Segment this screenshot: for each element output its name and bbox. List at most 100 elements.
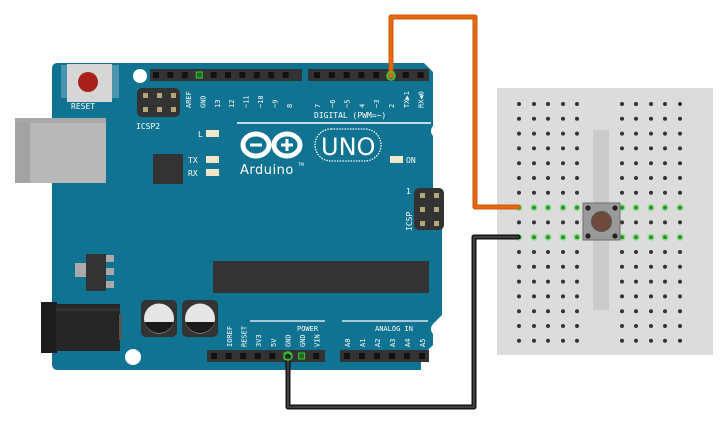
breadboard-hole[interactable] <box>561 324 565 328</box>
breadboard-hole[interactable] <box>649 102 653 106</box>
breadboard-hole[interactable] <box>634 279 638 284</box>
breadboard-hole[interactable] <box>532 190 536 195</box>
breadboard-hole[interactable] <box>546 338 550 343</box>
breadboard-hole[interactable] <box>678 220 682 225</box>
breadboard-hole[interactable] <box>634 146 638 151</box>
reset-button[interactable] <box>61 64 119 102</box>
breadboard-hole[interactable] <box>517 131 521 136</box>
breadboard-hole[interactable] <box>678 116 682 121</box>
breadboard-hole[interactable] <box>663 146 667 151</box>
breadboard-hole[interactable] <box>561 102 565 106</box>
breadboard-hole[interactable] <box>620 102 624 106</box>
header-pin[interactable] <box>210 72 217 78</box>
breadboard-hole[interactable] <box>634 294 638 299</box>
breadboard-hole[interactable] <box>575 309 579 314</box>
header-pin[interactable] <box>359 353 365 359</box>
breadboard-hole[interactable] <box>575 279 579 284</box>
breadboard-hole[interactable] <box>575 161 579 166</box>
breadboard-hole[interactable] <box>546 116 550 121</box>
breadboard-hole[interactable] <box>546 146 550 151</box>
breadboard-hole[interactable] <box>678 338 682 343</box>
breadboard-hole[interactable] <box>575 264 579 269</box>
breadboard-hole[interactable] <box>663 324 667 328</box>
breadboard-hole[interactable] <box>649 131 653 136</box>
breadboard-hole[interactable] <box>546 279 550 284</box>
breadboard-hole[interactable] <box>517 338 521 343</box>
breadboard-hole[interactable] <box>575 235 579 240</box>
breadboard-hole[interactable] <box>663 131 667 136</box>
breadboard-hole[interactable] <box>546 294 550 299</box>
breadboard-hole[interactable] <box>663 264 667 269</box>
breadboard-hole[interactable] <box>634 338 638 343</box>
breadboard-hole[interactable] <box>575 116 579 121</box>
header-pin[interactable] <box>268 72 275 78</box>
header-pin[interactable] <box>373 72 380 78</box>
breadboard-hole[interactable] <box>620 338 624 343</box>
breadboard-hole[interactable] <box>649 116 653 121</box>
breadboard-hole[interactable] <box>663 220 667 225</box>
header-pin[interactable] <box>328 72 335 78</box>
header-pin[interactable] <box>417 72 424 78</box>
breadboard-hole[interactable] <box>546 309 550 314</box>
breadboard-hole[interactable] <box>634 131 638 136</box>
breadboard-hole[interactable] <box>663 250 667 254</box>
breadboard-hole[interactable] <box>663 205 667 210</box>
breadboard-hole[interactable] <box>517 294 521 299</box>
breadboard-hole[interactable] <box>546 161 550 166</box>
breadboard-hole[interactable] <box>517 116 521 121</box>
breadboard-hole[interactable] <box>561 116 565 121</box>
breadboard-hole[interactable] <box>561 131 565 136</box>
header-pin[interactable] <box>313 353 320 359</box>
header-pin[interactable] <box>195 71 203 79</box>
breadboard-hole[interactable] <box>517 324 521 328</box>
breadboard-hole[interactable] <box>634 264 638 269</box>
breadboard-hole[interactable] <box>532 235 536 240</box>
breadboard-hole[interactable] <box>546 220 550 225</box>
breadboard-hole[interactable] <box>546 190 550 195</box>
breadboard-hole[interactable] <box>546 131 550 136</box>
breadboard-hole[interactable] <box>561 279 565 284</box>
header-pin[interactable] <box>404 353 410 359</box>
breadboard-hole[interactable] <box>517 279 521 284</box>
breadboard-hole[interactable] <box>532 161 536 166</box>
pushbutton-cap[interactable] <box>591 211 612 232</box>
breadboard-hole[interactable] <box>620 190 624 195</box>
breadboard-hole[interactable] <box>649 250 653 254</box>
breadboard-hole[interactable] <box>649 161 653 166</box>
breadboard-hole[interactable] <box>575 205 579 210</box>
breadboard-hole[interactable] <box>678 294 682 299</box>
breadboard-hole[interactable] <box>575 220 579 225</box>
breadboard-hole[interactable] <box>649 176 653 180</box>
breadboard-hole[interactable] <box>678 279 682 284</box>
breadboard-hole[interactable] <box>649 264 653 269</box>
breadboard-hole[interactable] <box>517 102 521 106</box>
breadboard-hole[interactable] <box>532 220 536 225</box>
header-pin[interactable] <box>344 353 350 359</box>
breadboard-hole[interactable] <box>649 338 653 343</box>
breadboard-hole[interactable] <box>532 309 536 314</box>
breadboard-hole[interactable] <box>575 324 579 328</box>
breadboard-hole[interactable] <box>649 279 653 284</box>
breadboard-hole[interactable] <box>620 279 624 284</box>
breadboard-hole[interactable] <box>634 250 638 254</box>
pushbutton[interactable] <box>582 202 621 241</box>
breadboard-hole[interactable] <box>517 176 521 180</box>
header-pin[interactable] <box>225 353 232 359</box>
breadboard-hole[interactable] <box>649 146 653 151</box>
header-pin[interactable] <box>282 72 289 78</box>
breadboard-hole[interactable] <box>532 324 536 328</box>
breadboard-hole[interactable] <box>620 205 624 210</box>
breadboard-hole[interactable] <box>575 176 579 180</box>
header-pin[interactable] <box>240 353 247 359</box>
header-pin[interactable] <box>239 72 246 78</box>
breadboard-hole[interactable] <box>678 190 682 195</box>
breadboard-hole[interactable] <box>678 146 682 151</box>
breadboard-hole[interactable] <box>678 205 682 210</box>
breadboard-hole[interactable] <box>532 338 536 343</box>
breadboard-hole[interactable] <box>561 309 565 314</box>
breadboard-hole[interactable] <box>663 279 667 284</box>
breadboard-hole[interactable] <box>678 264 682 269</box>
breadboard-hole[interactable] <box>546 235 550 240</box>
breadboard-hole[interactable] <box>620 146 624 151</box>
breadboard-hole[interactable] <box>561 190 565 195</box>
